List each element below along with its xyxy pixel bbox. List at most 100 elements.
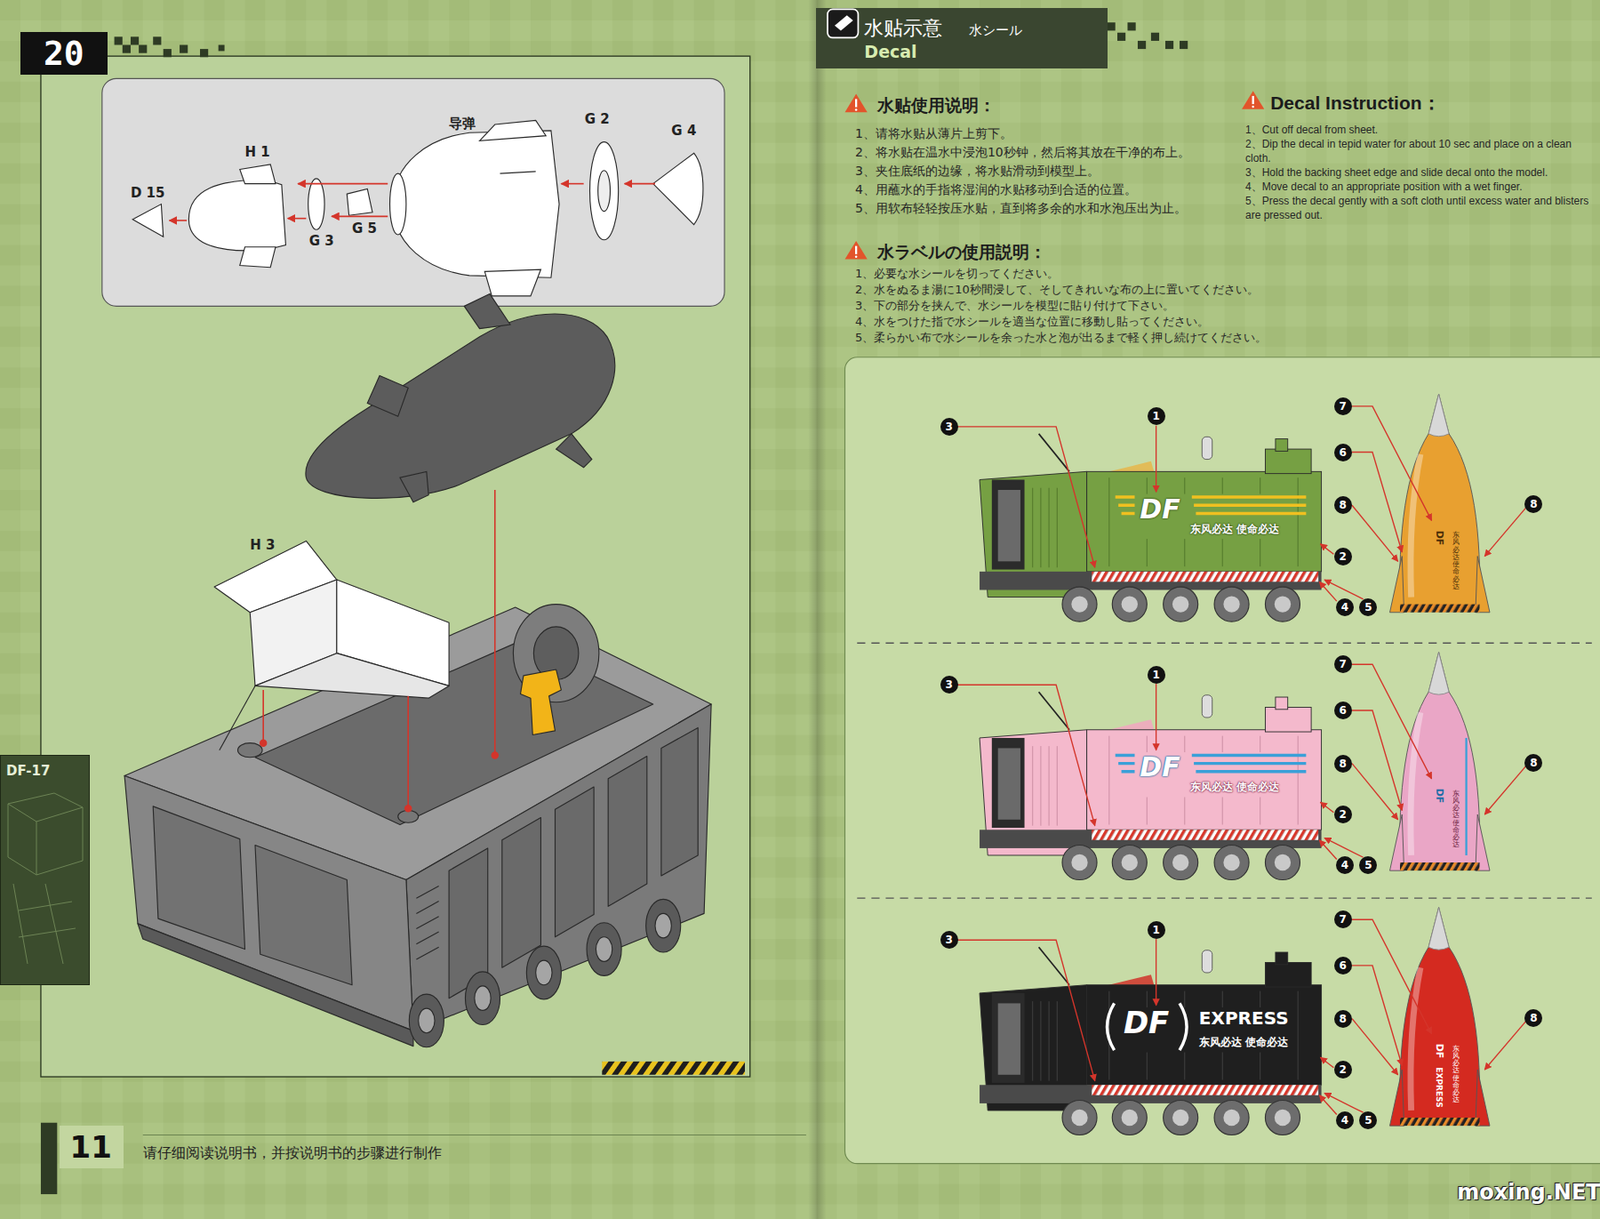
pixel-trim bbox=[218, 45, 225, 52]
tab-line-art bbox=[18, 928, 76, 937]
decal-text: 东风必达 使命必达 bbox=[1190, 779, 1280, 795]
launcher-truck bbox=[554, 786, 594, 937]
missile-parts bbox=[308, 178, 325, 230]
decal-panel bbox=[845, 357, 1600, 1164]
callout-number: 3 bbox=[940, 417, 959, 436]
pixel-trim bbox=[1117, 32, 1126, 41]
missile-drawing bbox=[464, 294, 511, 329]
launcher-truck bbox=[408, 993, 444, 1048]
black-vehicle-decal bbox=[957, 907, 1526, 1136]
warning-icon bbox=[855, 246, 857, 255]
missile-decal-text: 东风必达 使命必达 bbox=[1452, 790, 1460, 849]
decal-text: 东风必达 使命必达 bbox=[1199, 1034, 1288, 1050]
instruction-line: 4、水をつけた指で水シールを適当な位置に移動し貼ってください。 bbox=[855, 313, 1407, 330]
part-label: H 1 bbox=[245, 144, 271, 160]
callout-number: 4 bbox=[1336, 1111, 1354, 1129]
warning-icon bbox=[855, 108, 858, 112]
warning-icon bbox=[845, 240, 868, 260]
instruction-line: 4、用蘸水的手指将湿润的水贴移动到合适的位置。 bbox=[855, 180, 1247, 200]
callout-number: 7 bbox=[1334, 655, 1352, 673]
missile-parts bbox=[480, 120, 547, 141]
footer-bar bbox=[40, 1122, 57, 1194]
pixel-trim bbox=[179, 45, 188, 54]
missile-parts bbox=[240, 164, 276, 184]
box-subtitle: Decal bbox=[864, 41, 1072, 62]
assembly-arrow bbox=[169, 184, 656, 221]
callout-number: 2 bbox=[1334, 547, 1352, 566]
pixel-trim bbox=[1151, 32, 1160, 41]
callout-number: 6 bbox=[1334, 701, 1352, 720]
placement-line bbox=[405, 805, 412, 812]
part-label: H 3 bbox=[249, 536, 275, 553]
launcher-truck bbox=[418, 912, 672, 1032]
launcher-truck bbox=[137, 923, 414, 1047]
callout-number: 5 bbox=[1359, 598, 1377, 616]
placement-line bbox=[407, 696, 409, 808]
warning-icon bbox=[855, 255, 858, 258]
instruction-line: 2、Dip the decal in tepid water for about… bbox=[1245, 136, 1594, 166]
missile-decal-text: 东风必达 使命必达 bbox=[1452, 531, 1460, 591]
box-title: 水贴示意 bbox=[864, 15, 943, 42]
instruction-list: 1、请将水贴从薄片上剪下。2、将水贴在温水中浸泡10秒钟，然后将其放在干净的布上… bbox=[855, 124, 1247, 218]
instruction-line: 2、水をぬるま湯に10秒間浸して、そしてきれいな布の上に置いてください。 bbox=[855, 281, 1407, 298]
callout-number: 6 bbox=[1334, 956, 1352, 975]
watermark: moxing.NET bbox=[1456, 1179, 1600, 1205]
pixel-trim bbox=[163, 48, 172, 57]
launcher-truck bbox=[448, 727, 698, 998]
assembly-arrow bbox=[297, 183, 388, 185]
assembly-arrow bbox=[288, 217, 307, 220]
pixel-trim bbox=[1127, 22, 1136, 31]
instruction-line: 1、Cut off decal from sheet. bbox=[1245, 122, 1594, 137]
part-label: D 15 bbox=[130, 184, 166, 201]
warning-icon bbox=[845, 90, 1265, 259]
launcher-truck bbox=[418, 1008, 435, 1033]
warning-icon bbox=[1251, 105, 1255, 109]
missile-parts bbox=[653, 152, 704, 224]
pixel-trim bbox=[1137, 40, 1146, 49]
launcher-truck bbox=[595, 936, 612, 962]
box-subtitle: 水シール bbox=[968, 22, 1023, 40]
decal-text: 东风必达 使命必达 bbox=[1190, 521, 1280, 537]
row-divider bbox=[856, 642, 1592, 898]
missile-drawing bbox=[400, 471, 429, 502]
placement-line bbox=[260, 489, 498, 812]
missile-decal-text: EXPRESS bbox=[1434, 1066, 1444, 1107]
launcher-truck bbox=[464, 971, 500, 1025]
placement-line bbox=[260, 739, 267, 746]
step-frame bbox=[40, 56, 751, 1077]
missile-parts bbox=[346, 188, 373, 216]
launcher-truck bbox=[398, 809, 419, 823]
launcher-truck bbox=[408, 898, 680, 1047]
launcher-truck bbox=[646, 898, 681, 952]
callout-number: 1 bbox=[1147, 665, 1166, 684]
tab-line-art bbox=[13, 883, 28, 964]
pixel-trim bbox=[114, 36, 123, 45]
missile-parts bbox=[392, 130, 560, 278]
tab-line-art bbox=[8, 792, 83, 822]
part-label: G 3 bbox=[309, 232, 335, 249]
tab-line-art bbox=[45, 883, 64, 964]
instruction-list: 1、Cut off decal from sheet.2、Dip the dec… bbox=[1245, 122, 1594, 223]
row-divider bbox=[856, 896, 1592, 898]
missile-parts bbox=[598, 170, 611, 212]
instruction-line: 2、将水贴在温水中浸泡10秒钟，然后将其放在干净的布上。 bbox=[855, 143, 1247, 162]
assembly-arrow bbox=[624, 183, 656, 185]
part-label: G 4 bbox=[671, 122, 696, 139]
missile-drawing bbox=[556, 433, 592, 468]
launcher-truck bbox=[536, 960, 552, 985]
box-title: 11 bbox=[70, 1128, 113, 1165]
instruction-line: 4、Move decal to an appropriate position … bbox=[1245, 179, 1594, 194]
part-h3 bbox=[219, 685, 256, 750]
pixel-trim bbox=[152, 36, 161, 45]
instruction-line: 3、Hold the backing sheet edge and slide … bbox=[1245, 165, 1594, 180]
launcher-truck bbox=[526, 945, 561, 1000]
row-divider bbox=[856, 642, 1592, 644]
section-heading: 水贴使用说明： bbox=[877, 94, 996, 118]
decal-logo: DF bbox=[1139, 753, 1180, 781]
callout-number: 7 bbox=[1334, 910, 1352, 928]
instruction-line: 3、夹住底纸的边缘，将水贴滑动到模型上。 bbox=[855, 161, 1247, 181]
missile-parts bbox=[188, 179, 286, 251]
box-title: DF-17 bbox=[6, 762, 84, 779]
missile-drawing bbox=[305, 294, 616, 503]
